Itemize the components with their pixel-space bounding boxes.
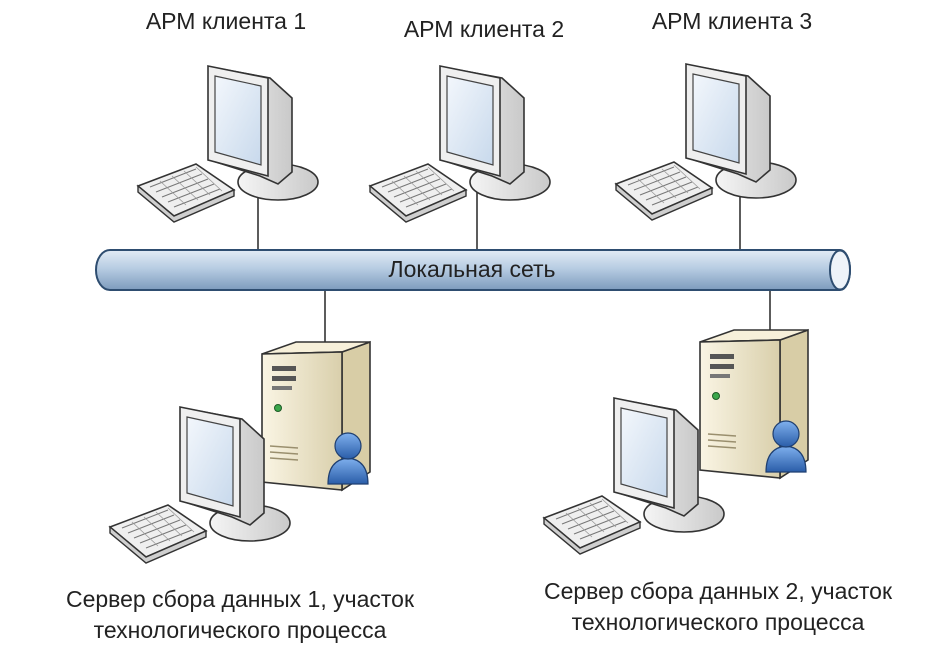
local-network-bus	[95, 249, 851, 291]
client-1-label: АРМ клиента 1	[145, 8, 307, 34]
client-2-label: АРМ клиента 2	[403, 16, 565, 42]
server-1-caption-line1: Сервер сбора данных 1, участок	[65, 586, 415, 612]
client-2-computer-icon	[369, 65, 551, 223]
server-2-caption-line2: технологического процесса	[571, 609, 865, 635]
server-2-caption-line1: Сервер сбора данных 2, участок	[543, 578, 893, 604]
client-3-computer-icon	[615, 63, 797, 221]
client-3-label: АРМ клиента 3	[651, 8, 813, 34]
server-2-caption: Сервер сбора данных 2, участок технологи…	[498, 576, 938, 638]
client-1-computer-icon	[137, 65, 319, 223]
network-label: Локальная сеть	[388, 256, 556, 282]
server-2-computer-icon	[543, 397, 725, 555]
server-1-caption-line2: технологического процесса	[93, 617, 387, 643]
server-2-tower-icon	[699, 329, 809, 479]
server-1-tower-icon	[261, 341, 371, 491]
server-1-caption: Сервер сбора данных 1, участок технологи…	[20, 584, 460, 646]
